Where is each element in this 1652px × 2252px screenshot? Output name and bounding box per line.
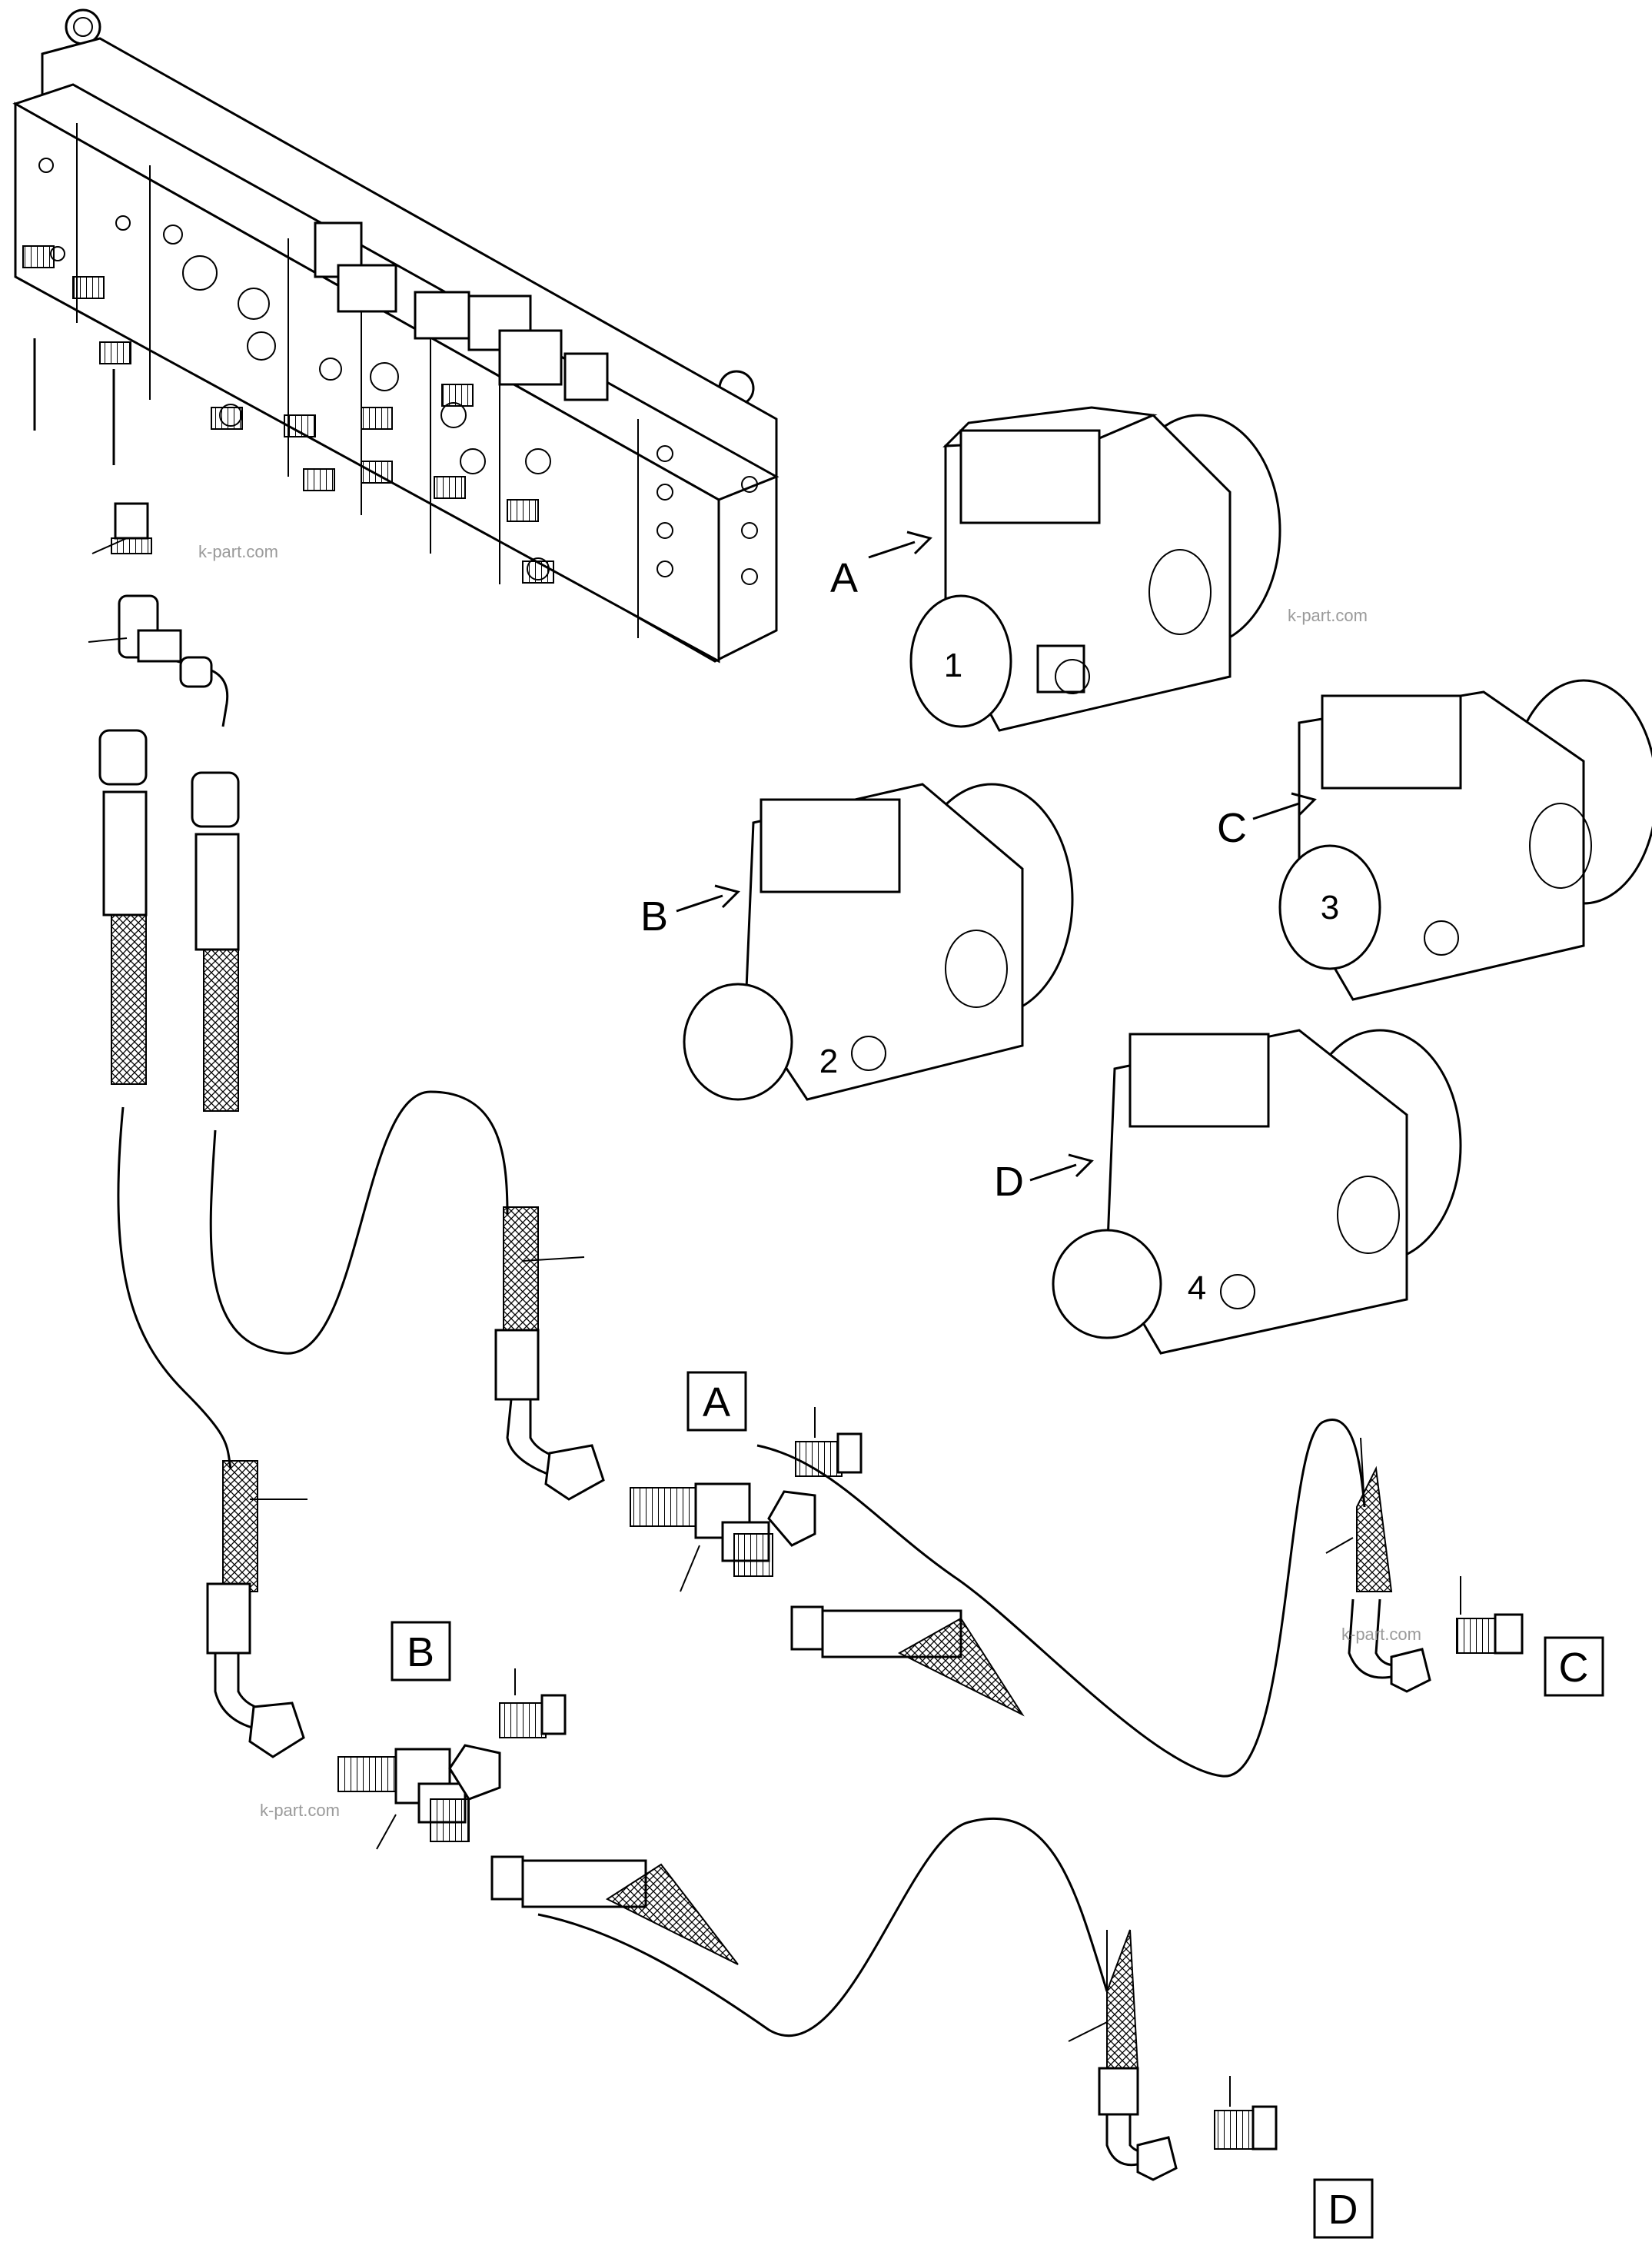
- hose-branch-b: [206, 1460, 739, 1965]
- pump-4: [1052, 1029, 1462, 1355]
- watermark: k-part.com: [1288, 606, 1368, 625]
- view-arrows: [676, 531, 1317, 1182]
- watermark: k-part.com: [260, 1801, 340, 1820]
- tee-fitting-top: [88, 502, 229, 727]
- section-box-c-label: C: [1559, 1645, 1589, 1691]
- section-box-a-label: A: [703, 1379, 730, 1425]
- pump-number-3: 3: [1321, 889, 1339, 926]
- view-arrow-b-label: B: [640, 893, 668, 940]
- watermark: k-part.com: [1341, 1625, 1421, 1644]
- view-arrow-c-label: C: [1217, 805, 1247, 851]
- hose-lines: [117, 1090, 1366, 2037]
- watermark: k-part.com: [198, 542, 278, 561]
- pump-1: [909, 406, 1281, 732]
- section-boxes: [391, 1371, 1604, 2239]
- pump-2: [683, 783, 1074, 1101]
- hose-ferrules-top: [98, 729, 240, 1112]
- section-box-d-label: D: [1328, 2187, 1358, 2233]
- view-arrow-a-label: A: [830, 555, 858, 601]
- control-valve-assembly: [12, 8, 779, 664]
- pump-3: [1278, 679, 1652, 1001]
- pump-number-2: 2: [819, 1043, 838, 1080]
- pump-number-1: 1: [944, 647, 962, 684]
- view-arrow-d-label: D: [994, 1159, 1024, 1205]
- hose-end-c: [1325, 1437, 1524, 1693]
- hose-branch-a: [494, 1206, 1025, 1717]
- hose-end-d: [1068, 1929, 1278, 2181]
- pump-number-4: 4: [1188, 1269, 1206, 1307]
- section-box-b-label: B: [407, 1629, 434, 1675]
- loose-adapters: [499, 1407, 1461, 2107]
